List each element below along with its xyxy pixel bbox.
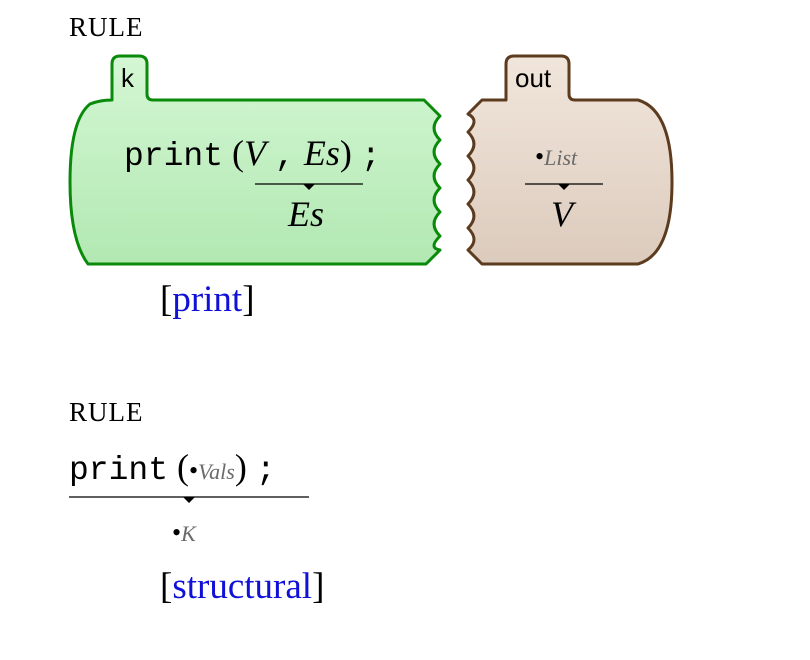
open-paren-2: (	[177, 447, 190, 487]
label-open-bracket: [	[160, 279, 173, 320]
label-close-bracket: ]	[242, 279, 255, 320]
hole-sort: List	[544, 145, 578, 170]
rewrite-sort: K	[181, 521, 196, 546]
cell-out-rewrite: V	[551, 194, 573, 234]
rule-keyword: RULE	[69, 12, 144, 42]
close-paren-2: )	[234, 447, 247, 487]
rule-label-structural: [structural]	[160, 565, 324, 608]
cell-out-name: out	[515, 63, 552, 93]
fn-print-2: print	[69, 452, 169, 489]
cell-k-term: print (V , Es) ;	[124, 132, 381, 175]
comma: ,	[275, 138, 295, 175]
rule2-rewrite: •K	[172, 518, 196, 548]
cell-k-name: k	[121, 63, 134, 93]
label-open-bracket-2: [	[160, 566, 173, 607]
arg-es: Es	[303, 133, 340, 173]
rule-keyword-2: RULE	[69, 397, 144, 427]
label-text-2: structural	[172, 566, 313, 607]
arg-v: V	[244, 133, 267, 173]
close-paren: )	[339, 133, 352, 173]
cell-out-term: •List	[535, 142, 577, 172]
cell-out-shape	[466, 54, 674, 266]
rule2-term: print (•Vals) ;	[69, 446, 276, 489]
rewrite-dot: •	[172, 518, 182, 547]
rule-label-print: [print]	[160, 278, 255, 321]
semicolon-2: ;	[255, 452, 276, 489]
hole-dot-2: •	[189, 456, 199, 485]
hole-dot: •	[535, 142, 545, 171]
fn-print: print	[124, 138, 224, 175]
cell-k-shape	[68, 54, 442, 266]
hole-sort-2: Vals	[198, 459, 235, 484]
open-paren: (	[232, 133, 245, 173]
cell-k-rewrite: Es	[288, 194, 324, 234]
label-close-bracket-2: ]	[312, 566, 325, 607]
semicolon: ;	[360, 138, 381, 175]
label-text: print	[172, 279, 243, 320]
